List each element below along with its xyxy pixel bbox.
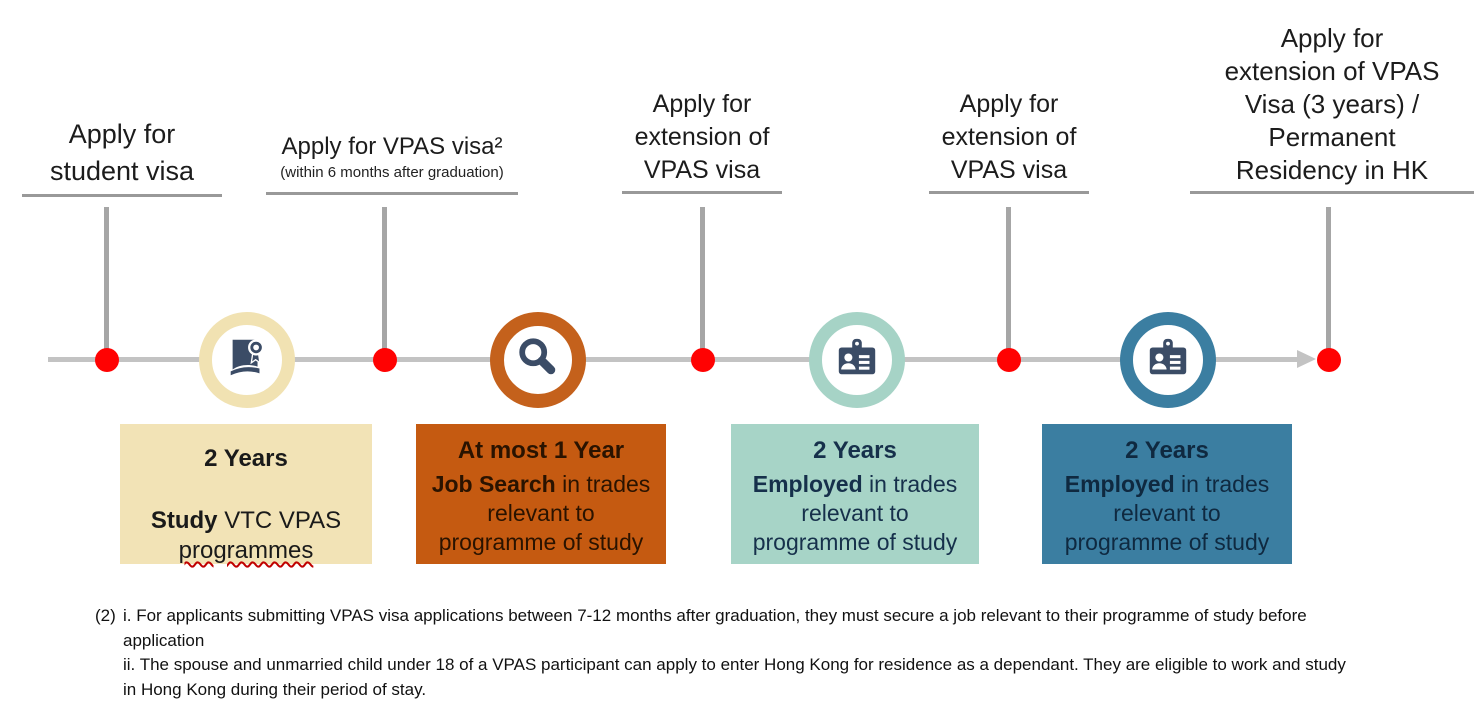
- timeline-arrow-icon: [1297, 350, 1316, 368]
- milestone-dot: [1317, 348, 1341, 372]
- stage-description: Study VTC VPAS programmes: [130, 506, 362, 566]
- label-note: (within 6 months after graduation): [280, 164, 504, 181]
- stage-action: Study: [150, 507, 218, 534]
- footnote: (2) i. For applicants submitting VPAS vi…: [95, 604, 1353, 702]
- label-line: Visa (3 years) /: [1244, 89, 1420, 119]
- label-line: student visa: [49, 156, 195, 186]
- stage-action: Employed: [1064, 471, 1175, 497]
- milestone-dot: [95, 348, 119, 372]
- id-badge-icon: [1145, 335, 1191, 386]
- stage-duration: 2 Years: [813, 437, 897, 464]
- stage-detail: in trades relevant to programme of study: [438, 471, 651, 555]
- stage-description: Job Search in trades relevant to program…: [426, 470, 656, 557]
- id-badge-icon: [834, 335, 880, 386]
- stage-description: Employed in trades relevant to programme…: [741, 470, 969, 557]
- stage-detail: in trades relevant to programme of study: [752, 471, 958, 555]
- label-line: Permanent: [1268, 122, 1396, 152]
- stage-action: Job Search: [431, 471, 556, 497]
- stage-description: Employed in trades relevant to programme…: [1052, 470, 1282, 557]
- milestone-label-extension-1: Apply for extension of VPAS visa: [622, 88, 782, 194]
- label-line: VPAS visa: [950, 156, 1068, 184]
- label-line: Apply for VPAS visa²: [281, 133, 503, 160]
- footnote-marker: (2): [95, 606, 116, 625]
- footnote-item-i: i. For applicants submitting VPAS visa a…: [123, 606, 1307, 650]
- label-line: Apply for: [1280, 23, 1384, 53]
- stage-box-job-search: At most 1 Year Job Search in trades rele…: [416, 424, 666, 564]
- milestone-dot: [691, 348, 715, 372]
- stage-duration: 2 Years: [1125, 437, 1209, 464]
- stage-icon-ring-employed-1: [809, 312, 905, 408]
- stage-duration: 2 Years: [204, 445, 288, 472]
- connector-line: [382, 207, 387, 352]
- milestone-label-permanent-residency: Apply for extension of VPAS Visa (3 year…: [1190, 22, 1474, 194]
- stage-action: Employed: [752, 471, 863, 497]
- stage-icon-ring-study: [199, 312, 295, 408]
- connector-line: [1006, 207, 1011, 352]
- stage-detail: VTC VPAS: [217, 507, 342, 534]
- label-line: extension of: [941, 123, 1077, 151]
- label-line: Apply for: [959, 90, 1059, 118]
- timeline-line: [48, 357, 1300, 362]
- footnote-items: i. For applicants submitting VPAS visa a…: [123, 604, 1353, 702]
- label-line: Residency in HK: [1235, 155, 1429, 185]
- magnifier-icon: [515, 335, 561, 386]
- label-line: extension of VPAS: [1224, 56, 1440, 86]
- label-line: Apply for: [652, 90, 752, 118]
- label-line: VPAS visa: [643, 156, 761, 184]
- stage-icon-ring-employed-2: [1120, 312, 1216, 408]
- label-line: extension of: [634, 123, 770, 151]
- milestone-label-vpas-visa: Apply for VPAS visa² (within 6 months af…: [266, 131, 518, 195]
- stage-duration: At most 1 Year: [457, 437, 625, 464]
- milestone-dot: [997, 348, 1021, 372]
- milestone-label-extension-2: Apply for extension of VPAS visa: [929, 88, 1089, 194]
- certificate-icon: [224, 335, 270, 386]
- connector-line: [104, 207, 109, 352]
- label-line: Apply for: [68, 119, 176, 149]
- connector-line: [700, 207, 705, 352]
- connector-line: [1326, 207, 1331, 352]
- stage-box-employed-2: 2 Years Employed in trades relevant to p…: [1042, 424, 1292, 564]
- stage-box-study: 2 Years Study VTC VPAS programmes: [120, 424, 372, 564]
- stage-box-employed-1: 2 Years Employed in trades relevant to p…: [731, 424, 979, 564]
- milestone-dot: [373, 348, 397, 372]
- stage-detail: in trades relevant to programme of study: [1064, 471, 1270, 555]
- stage-detail-squiggle: programmes: [178, 537, 314, 564]
- footnote-item-ii: ii. The spouse and unmarried child under…: [123, 655, 1346, 699]
- milestone-label-student-visa: Apply for student visa: [22, 116, 222, 197]
- stage-icon-ring-job-search: [490, 312, 586, 408]
